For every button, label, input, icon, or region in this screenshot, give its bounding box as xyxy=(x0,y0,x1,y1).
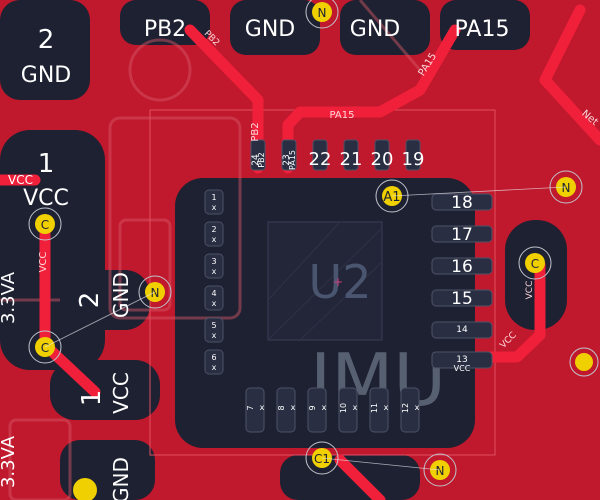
left-pin-5: 5 xyxy=(211,321,216,330)
via-c-right[interactable]: C xyxy=(518,246,552,280)
net-label-pb2: PB2 xyxy=(144,17,186,42)
svg-text:x: x xyxy=(212,235,217,244)
svg-text:x: x xyxy=(212,363,217,372)
svg-text:C1: C1 xyxy=(314,452,330,466)
svg-text:x: x xyxy=(415,403,420,412)
via-c-left-1[interactable]: C xyxy=(28,207,62,241)
trace-vcc-right xyxy=(464,259,546,363)
top-pin-net-pb2: PB2 xyxy=(257,152,266,167)
vcc-left-trace-label: VCC xyxy=(38,252,49,273)
right-pin-14: 14 xyxy=(456,325,468,335)
bottom-pin-9: 9 xyxy=(308,405,317,410)
right-pads xyxy=(431,193,493,369)
bottom-pin-8: 8 xyxy=(277,405,286,410)
svg-text:x: x xyxy=(353,403,358,412)
pin-net-vcc: VCC xyxy=(23,186,69,211)
bottom-pad-marks: x x x x x x xyxy=(260,403,420,412)
top-pin-22: 22 xyxy=(309,149,332,170)
trace-bottom-right xyxy=(334,454,386,500)
trace-label-pa15: PA15 xyxy=(330,110,355,121)
trace-label-pb2: PB2 xyxy=(250,122,261,141)
svg-text:x: x xyxy=(212,267,217,276)
bottom-gnd-label: GND xyxy=(109,457,133,500)
right-pin-15: 15 xyxy=(451,289,473,309)
bottom-pin-11: 11 xyxy=(370,403,379,413)
left-pad-marks: x x x x x x xyxy=(212,203,217,372)
net-label-pa15: PA15 xyxy=(455,17,510,42)
top-pin-24: 24 xyxy=(251,154,261,166)
left-pin-3: 3 xyxy=(211,257,216,266)
right-pin-13: 13 xyxy=(456,355,467,365)
edge-33-label-b: 3.3VA xyxy=(0,435,19,488)
pin-num-1b: 1 xyxy=(77,390,107,407)
pin-net-gnd: GND xyxy=(21,63,71,88)
right-pin-16: 16 xyxy=(451,257,473,277)
edge-33-label: 3.3VA xyxy=(0,271,19,324)
bottom-pin-7: 7 xyxy=(246,405,255,410)
trace-label-vcc-right-2: VCC xyxy=(525,281,535,300)
u2-center-mark: + xyxy=(333,275,343,289)
pin-net-vcc-b: VCC xyxy=(109,372,133,414)
trace-right-edge xyxy=(539,4,600,146)
svg-text:C: C xyxy=(41,341,49,355)
top-pin-19: 19 xyxy=(402,149,425,170)
svg-text:A1: A1 xyxy=(383,190,400,205)
left-pin-1: 1 xyxy=(211,193,216,202)
edge-vcc-label: VCC xyxy=(8,173,33,187)
svg-text:x: x xyxy=(384,403,389,412)
via-bottom-left[interactable] xyxy=(73,478,97,500)
svg-text:x: x xyxy=(291,403,296,412)
svg-text:N: N xyxy=(151,286,160,300)
top-pin-23: 23 xyxy=(282,154,292,165)
left-pin-2: 2 xyxy=(211,225,216,234)
top-pin-net-pa15: PA15 xyxy=(288,150,297,170)
bottom-pin-10: 10 xyxy=(339,403,348,413)
via-n-top[interactable]: N xyxy=(305,0,339,29)
pin-net-gnd-b: GND xyxy=(109,272,133,318)
right-pin-17: 17 xyxy=(451,225,473,245)
u2-body xyxy=(267,221,383,341)
right-pin-13-net: VCC xyxy=(454,364,471,373)
right-pin-18: 18 xyxy=(451,193,473,213)
svg-text:C: C xyxy=(531,257,539,271)
svg-text:x: x xyxy=(212,203,217,212)
svg-text:x: x xyxy=(260,403,265,412)
svg-text:N: N xyxy=(562,181,571,195)
left-pads xyxy=(204,189,224,375)
pin-num-2: 2 xyxy=(38,25,55,55)
svg-text:C: C xyxy=(41,218,49,232)
svg-text:x: x xyxy=(322,403,327,412)
left-pin-4: 4 xyxy=(211,289,216,298)
trace-pa15 xyxy=(282,24,461,174)
top-pin-21: 21 xyxy=(340,149,363,170)
pin-num-2b: 2 xyxy=(75,292,105,309)
left-pin-6: 6 xyxy=(211,353,216,362)
via-right-lower[interactable] xyxy=(569,347,599,377)
pin-num-1: 1 xyxy=(38,149,55,179)
svg-text:N: N xyxy=(436,464,445,478)
top-pin-20: 20 xyxy=(371,149,394,170)
u2-ref: U2 xyxy=(309,255,372,309)
bottom-pads xyxy=(245,387,420,433)
bottom-pin-12: 12 xyxy=(401,403,410,413)
net-label-gnd-1: GND xyxy=(245,17,295,42)
u2-thermal-hatch xyxy=(267,221,383,341)
svg-text:x: x xyxy=(212,299,217,308)
net-label-gnd-2: GND xyxy=(350,17,400,42)
svg-text:x: x xyxy=(212,331,217,340)
svg-text:N: N xyxy=(318,6,327,20)
top-pads xyxy=(250,139,421,171)
ratsnest xyxy=(44,186,567,471)
